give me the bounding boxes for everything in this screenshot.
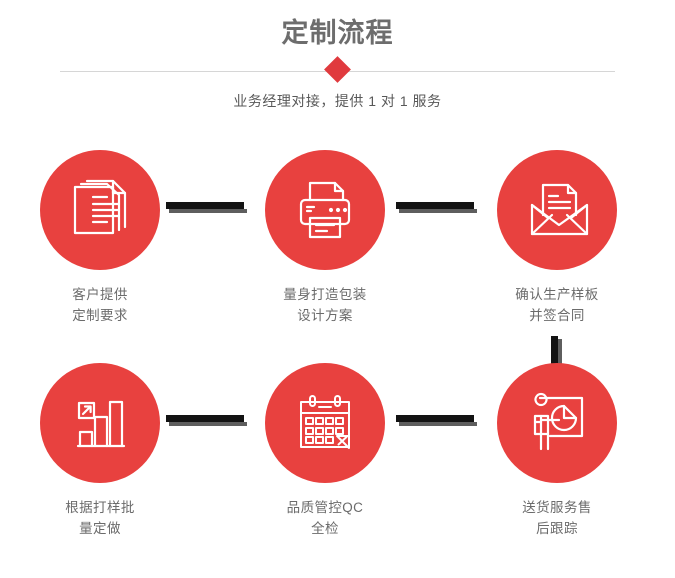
connector-bar (166, 415, 244, 422)
flow-step-2[interactable]: 量身打造包装 设计方案 (250, 150, 400, 326)
flow-step-5-circle[interactable] (265, 363, 385, 483)
connector-step5-step6 (396, 415, 477, 426)
connector-step2-step3 (396, 202, 477, 213)
connector-bar (396, 415, 474, 422)
flow-step-6-label: 送货服务售 后跟踪 (522, 500, 592, 536)
flow-step-2-label: 量身打造包装 设计方案 (283, 287, 367, 323)
flow-row-top: 客户提供 定制要求 (0, 150, 675, 365)
page-title: 定制流程 (281, 18, 394, 48)
flow-step-6-circle[interactable] (497, 363, 617, 483)
connector-step3-step6 (551, 336, 562, 371)
bar-chart-growth-icon (69, 392, 131, 454)
documents-stack-icon (67, 177, 133, 243)
flow-step-1-circle[interactable] (40, 150, 160, 270)
connector-step1-step2 (166, 202, 247, 213)
flow-step-1[interactable]: 客户提供 定制要求 (25, 150, 175, 326)
flow-step-4[interactable]: 根据打样批 量定做 (25, 363, 175, 539)
connector-bar (551, 336, 558, 368)
flow-row-bottom: 根据打样批 量定做 (0, 363, 675, 578)
connector-bar-shadow (169, 422, 247, 426)
diamond-bullet-icon (324, 56, 351, 83)
flow-step-4-circle[interactable] (40, 363, 160, 483)
flow-step-3-circle[interactable] (497, 150, 617, 270)
connector-bar-shadow (399, 209, 477, 213)
printer-icon (292, 177, 358, 243)
flow-step-2-circle[interactable] (265, 150, 385, 270)
connector-bar-shadow (169, 209, 247, 213)
header: 定制流程 业务经理对接，提供 1 对 1 服务 (0, 0, 675, 130)
connector-bar (166, 202, 244, 209)
header-subtitle: 业务经理对接，提供 1 对 1 服务 (233, 93, 442, 109)
flow-step-3-label: 确认生产样板 并签合同 (515, 287, 599, 323)
envelope-letter-icon (524, 177, 590, 243)
flow-step-5-label: 品质管控QC 全检 (286, 500, 364, 536)
flow-step-1-label: 客户提供 定制要求 (72, 287, 128, 323)
connector-bar-shadow (558, 339, 562, 371)
calendar-check-icon (294, 392, 356, 454)
flow-step-6[interactable]: 送货服务售 后跟踪 (482, 363, 632, 539)
connector-step4-step5 (166, 415, 247, 426)
connector-bar (396, 202, 474, 209)
connector-bar-shadow (399, 422, 477, 426)
presentation-pie-chart-icon (526, 392, 588, 454)
flow-step-3[interactable]: 确认生产样板 并签合同 (482, 150, 632, 326)
flow-step-4-label: 根据打样批 量定做 (65, 500, 135, 536)
flow-step-5[interactable]: 品质管控QC 全检 (250, 363, 400, 539)
